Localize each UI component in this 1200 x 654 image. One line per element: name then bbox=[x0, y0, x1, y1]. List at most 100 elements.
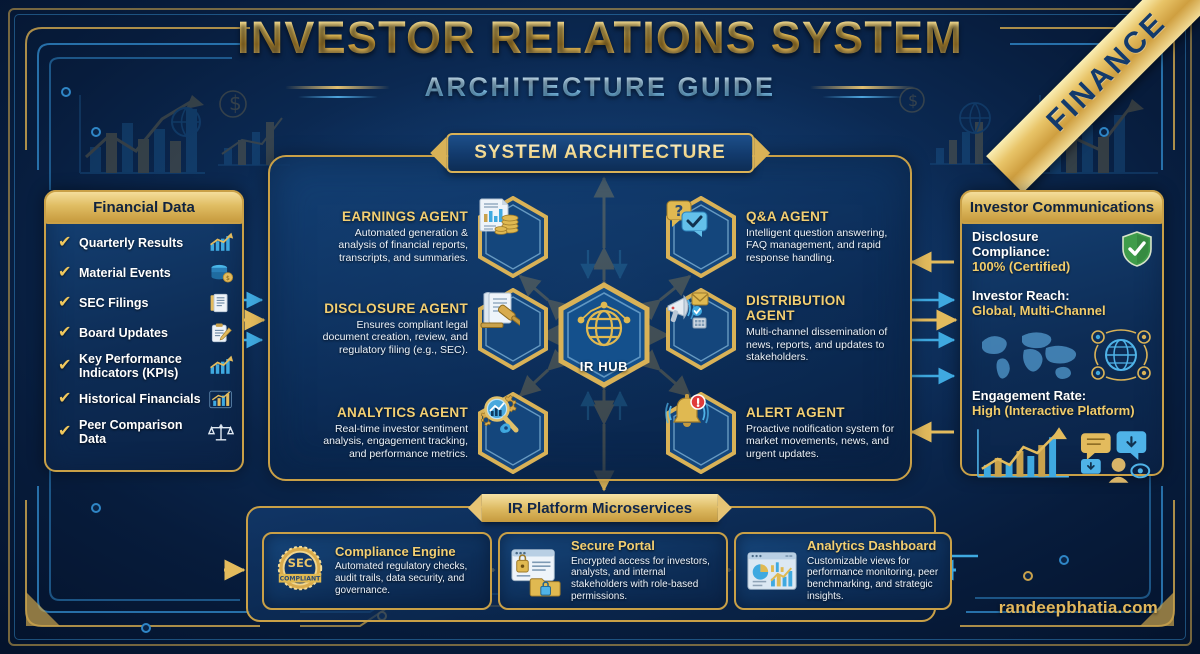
list-item-label: Material Events bbox=[79, 266, 171, 280]
shield-check-icon bbox=[1122, 231, 1152, 267]
microservices-banner: IR Platform Microservices bbox=[467, 494, 733, 522]
growth-chart-icon bbox=[977, 426, 1069, 478]
svg-text:?: ? bbox=[675, 202, 684, 220]
agent-analytics[interactable]: ANALYTICS AGENT Real-time investor senti… bbox=[318, 392, 550, 474]
agent-description: Real-time investor sentiment analysis, e… bbox=[323, 422, 468, 460]
legal-gavel-document-icon bbox=[476, 288, 550, 370]
agent-disclosure[interactable]: DISCLOSURE AGENT Ensures compliant legal… bbox=[318, 288, 550, 370]
check-icon: ✔ bbox=[58, 357, 72, 374]
list-item-label: Peer Comparison Data bbox=[79, 418, 183, 446]
list-item[interactable]: ✔ Key Performance Indicators (KPIs) bbox=[58, 352, 234, 380]
check-icon: ✔ bbox=[58, 423, 72, 440]
subtitle-rule-left-2 bbox=[298, 96, 378, 98]
agent-description: Ensures compliant legal document creatio… bbox=[322, 318, 468, 356]
metric-key: Disclosure Compliance: bbox=[972, 229, 1051, 259]
agent-title: DISTRIBUTION AGENT bbox=[746, 293, 846, 324]
microservice-description: Encrypted access for investors, analysts… bbox=[571, 555, 710, 602]
agent-hex-node[interactable]: ? bbox=[664, 196, 738, 278]
agent-distribution[interactable]: DISTRIBUTION AGENT Multi-channel dissemi… bbox=[664, 288, 896, 370]
ir-hub-node[interactable]: IR HUB bbox=[556, 282, 652, 388]
agent-hex-node[interactable] bbox=[476, 196, 550, 278]
watermark: randeepbhatia.com bbox=[998, 598, 1158, 617]
microservice-title: Secure Portal bbox=[571, 538, 655, 554]
subtitle-rule-left bbox=[285, 86, 390, 89]
dashboard-charts-icon bbox=[747, 552, 797, 590]
world-map-icon bbox=[982, 332, 1077, 379]
agent-earnings[interactable]: EARNINGS AGENT Automated generation & an… bbox=[318, 196, 550, 278]
scales-icon bbox=[208, 424, 234, 441]
microservice-analytics-dashboard[interactable]: Analytics Dashboard Customizable views f… bbox=[734, 532, 952, 610]
svg-text:$: $ bbox=[226, 275, 230, 282]
agent-title: ALERT AGENT bbox=[746, 404, 845, 420]
list-item[interactable]: ✔ Quarterly Results bbox=[58, 232, 234, 254]
engagement-icons bbox=[1080, 430, 1151, 483]
microservices-banner-label: IR Platform Microservices bbox=[507, 499, 693, 517]
metric-value: 100% (Certified) bbox=[972, 258, 1071, 274]
list-item-label: Key Performance Indicators (KPIs) bbox=[79, 352, 182, 380]
list-item-label: Board Updates bbox=[79, 326, 168, 340]
page-title: INVESTOR RELATIONS SYSTEM bbox=[0, 12, 1200, 64]
documents-icon bbox=[210, 293, 228, 313]
subtitle-rule-right-2 bbox=[822, 96, 902, 98]
clipboard-pen-icon bbox=[211, 323, 232, 343]
agent-hex-node[interactable] bbox=[664, 392, 738, 474]
financial-data-list: ✔ Quarterly Results ✔ Material Events bbox=[58, 232, 234, 454]
financial-data-panel-header: Financial Data bbox=[44, 190, 244, 224]
agent-description: Automated generation & analysis of finan… bbox=[338, 226, 468, 264]
globe-network-icon bbox=[577, 301, 631, 347]
check-icon: ✔ bbox=[58, 264, 72, 281]
list-item[interactable]: ✔ SEC Filings bbox=[58, 292, 234, 314]
question-chat-check-icon: ? bbox=[664, 196, 738, 278]
agent-hex-node[interactable] bbox=[476, 288, 550, 370]
system-architecture-banner: SYSTEM ARCHITECTURE bbox=[446, 133, 754, 173]
agent-title: ANALYTICS AGENT bbox=[336, 404, 468, 420]
microservice-title: Analytics Dashboard bbox=[807, 538, 937, 554]
bar-chart-up-icon bbox=[210, 232, 234, 251]
metric-investor-reach: Investor Reach: Global, Multi-Channel bbox=[972, 287, 1154, 319]
sec-compliant-badge-icon: SEC COMPLIANT bbox=[277, 545, 323, 591]
financial-data-panel: Financial Data ✔ Quarterly Results ✔ Mat… bbox=[44, 190, 244, 472]
list-item[interactable]: ✔ Historical Financials bbox=[58, 388, 234, 410]
list-item-label: SEC Filings bbox=[79, 296, 149, 310]
metric-value: Global, Multi-Channel bbox=[972, 302, 1106, 318]
metric-value: High (Interactive Platform) bbox=[972, 402, 1135, 418]
agent-alert[interactable]: ALERT AGENT Proactive notification syste… bbox=[664, 392, 896, 474]
metric-key: Investor Reach: bbox=[972, 287, 1070, 303]
agent-qa[interactable]: ? Q&A AGENT Intelligent question answeri… bbox=[664, 196, 896, 278]
agent-title: DISCLOSURE AGENT bbox=[324, 300, 468, 316]
svg-text:SEC: SEC bbox=[288, 556, 313, 570]
check-icon: ✔ bbox=[58, 294, 72, 311]
bar-chart-up-icon bbox=[210, 355, 234, 374]
megaphone-mail-icon bbox=[664, 288, 738, 370]
metric-disclosure-compliance: Disclosure Compliance: 100% (Certified) bbox=[972, 229, 1114, 275]
agent-hex-node[interactable] bbox=[664, 288, 738, 370]
check-icon: ✔ bbox=[58, 234, 72, 251]
financial-report-coins-icon bbox=[476, 196, 550, 278]
microservice-compliance-engine[interactable]: SEC COMPLIANT Compliance Engine Automate… bbox=[262, 532, 492, 610]
microservice-description: Automated regulatory checks, audit trail… bbox=[335, 561, 468, 597]
magnifier-gears-chart-icon bbox=[476, 392, 550, 474]
system-architecture-banner-label: SYSTEM ARCHITECTURE bbox=[474, 142, 726, 163]
microservice-title: Compliance Engine bbox=[335, 544, 456, 560]
microservice-secure-portal[interactable]: Secure Portal Encrypted access for inves… bbox=[498, 532, 728, 610]
financial-data-title: Financial Data bbox=[93, 198, 195, 216]
locked-browser-folder-icon bbox=[511, 549, 561, 597]
list-item-label: Quarterly Results bbox=[79, 236, 184, 250]
svg-text:COMPLIANT: COMPLIANT bbox=[280, 576, 322, 583]
list-item[interactable]: ✔ Material Events $ bbox=[58, 262, 234, 284]
agent-title: Q&A AGENT bbox=[746, 208, 829, 224]
agent-hex-node[interactable] bbox=[476, 392, 550, 474]
page-subtitle: ARCHITECTURE GUIDE bbox=[0, 72, 1200, 103]
metric-key: Engagement Rate: bbox=[972, 387, 1087, 403]
metric-engagement-rate: Engagement Rate: High (Interactive Platf… bbox=[972, 387, 1154, 419]
list-item[interactable]: ✔ Board Updates bbox=[58, 322, 234, 344]
list-item[interactable]: ✔ Peer Comparison Data bbox=[58, 418, 234, 446]
database-coin-icon: $ bbox=[211, 264, 234, 283]
check-icon: ✔ bbox=[58, 324, 72, 341]
list-item-label: Historical Financials bbox=[79, 392, 201, 406]
ir-hub-label: IR HUB bbox=[579, 359, 629, 374]
investor-communications-panel: Investor Communications Disclosure Compl… bbox=[960, 190, 1164, 483]
microservice-description: Customizable views for performance monit… bbox=[807, 555, 939, 602]
agent-title: EARNINGS AGENT bbox=[342, 208, 468, 224]
